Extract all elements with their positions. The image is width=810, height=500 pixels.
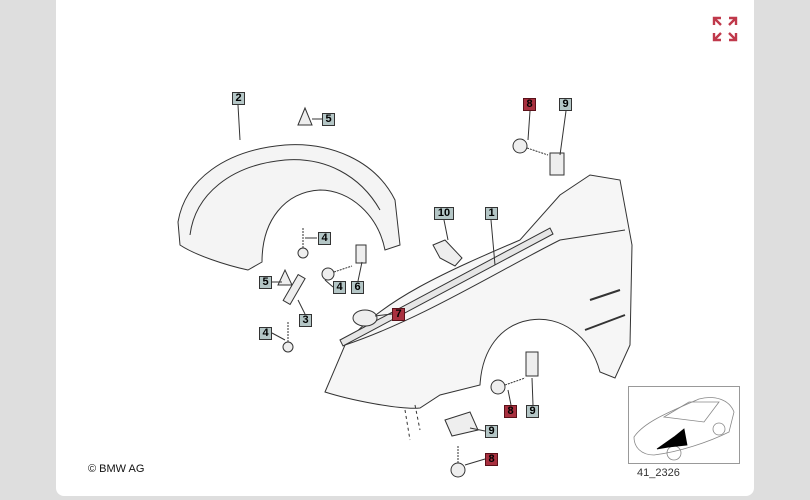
callout-5[interactable]: 5 [322, 113, 335, 126]
wheel-arch-liner [177, 144, 401, 271]
callout-10[interactable]: 10 [434, 207, 454, 220]
callout-9[interactable]: 9 [559, 98, 572, 111]
callout-7[interactable]: 7 [392, 308, 405, 321]
callout-8[interactable]: 8 [504, 405, 517, 418]
callout-4[interactable]: 4 [318, 232, 331, 245]
callout-2[interactable]: 2 [232, 92, 245, 105]
location-thumbnail [628, 386, 740, 464]
callout-5[interactable]: 5 [259, 276, 272, 289]
callout-9[interactable]: 9 [485, 425, 498, 438]
thumbnail-caption: 41_2326 [637, 467, 680, 479]
callout-1[interactable]: 1 [485, 207, 498, 220]
copyright-text: © BMW AG [88, 463, 145, 475]
front-fender [324, 174, 633, 409]
callout-8[interactable]: 8 [485, 453, 498, 466]
expand-arrows-icon[interactable] [712, 16, 738, 42]
callout-8[interactable]: 8 [523, 98, 536, 111]
callout-6[interactable]: 6 [351, 281, 364, 294]
callout-3[interactable]: 3 [299, 314, 312, 327]
callout-9[interactable]: 9 [526, 405, 539, 418]
callout-4[interactable]: 4 [333, 281, 346, 294]
callout-4[interactable]: 4 [259, 327, 272, 340]
